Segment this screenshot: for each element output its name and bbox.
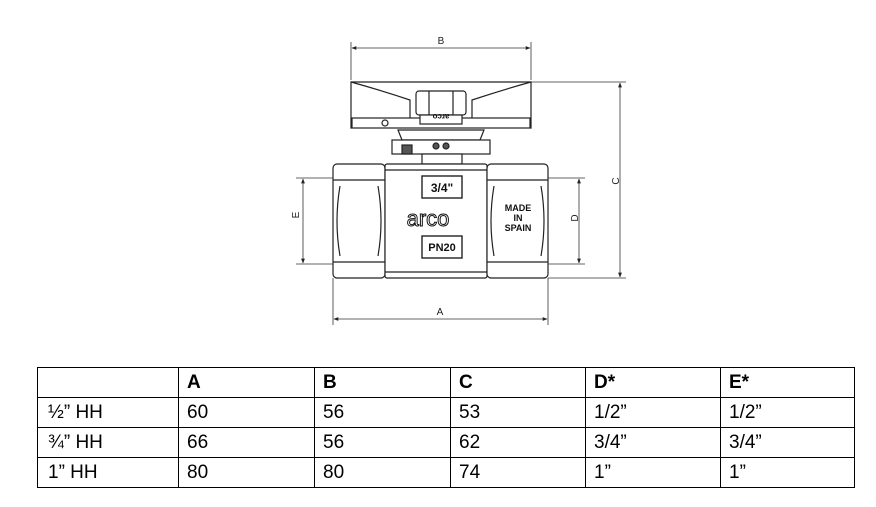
header-d: D* bbox=[585, 367, 721, 398]
valve-stem bbox=[391, 129, 491, 165]
origin-line-3: SPAIN bbox=[505, 223, 532, 233]
cell-a: 80 bbox=[178, 457, 315, 488]
cell-size: ¾” HH bbox=[37, 427, 179, 458]
table-header-row: A B C D* E* bbox=[37, 367, 855, 398]
dimension-e-label: E bbox=[291, 211, 302, 218]
cell-c: 53 bbox=[450, 397, 586, 428]
dimension-c bbox=[531, 81, 626, 279]
dimension-c-label: C bbox=[611, 177, 622, 184]
header-c: C bbox=[450, 367, 586, 398]
cell-size: ½” HH bbox=[37, 397, 179, 428]
cell-d: 3/4” bbox=[585, 427, 721, 458]
cell-d: 1/2” bbox=[585, 397, 721, 428]
cell-b: 80 bbox=[314, 457, 451, 488]
dimension-a bbox=[332, 278, 549, 325]
origin-line-2: IN bbox=[514, 213, 523, 223]
brand-marking: arco bbox=[407, 206, 450, 231]
size-marking: 3/4" bbox=[431, 181, 453, 195]
size-badge bbox=[421, 175, 463, 199]
dimension-d-label: D bbox=[570, 214, 581, 221]
cell-b: 56 bbox=[314, 427, 451, 458]
cell-e: 3/4” bbox=[720, 427, 855, 458]
origin-line-1: MADE bbox=[505, 203, 532, 213]
cell-d: 1” bbox=[585, 457, 721, 488]
header-b: B bbox=[314, 367, 451, 398]
dimensions-table: A B C D* E* ½” HH 60 56 53 1/2” 1/2” ¾” … bbox=[37, 367, 855, 488]
stem-nut bbox=[415, 90, 467, 125]
header-size bbox=[37, 367, 179, 398]
header-e: E* bbox=[720, 367, 855, 398]
cell-c: 62 bbox=[450, 427, 586, 458]
table-row: ½” HH 60 56 53 1/2” 1/2” bbox=[37, 397, 855, 428]
cell-b: 56 bbox=[314, 397, 451, 428]
valve-body bbox=[332, 163, 549, 279]
cell-e: 1” bbox=[720, 457, 855, 488]
handle-brand-mark: arco bbox=[432, 112, 449, 121]
dimension-a-label: A bbox=[437, 307, 444, 318]
cell-c: 74 bbox=[450, 457, 586, 488]
cell-e: 1/2” bbox=[720, 397, 855, 428]
dimension-b-label: B bbox=[438, 36, 445, 47]
table-row: 1” HH 80 80 74 1” 1” bbox=[37, 457, 855, 488]
dimension-e bbox=[296, 177, 333, 265]
header-a: A bbox=[178, 367, 315, 398]
cell-a: 66 bbox=[178, 427, 315, 458]
dimension-b bbox=[350, 42, 532, 80]
pressure-badge bbox=[421, 235, 463, 259]
cell-a: 60 bbox=[178, 397, 315, 428]
valve-technical-drawing: B arco C bbox=[291, 36, 626, 325]
cell-size: 1” HH bbox=[37, 457, 179, 488]
dimension-d bbox=[548, 177, 585, 265]
pressure-marking: PN20 bbox=[428, 242, 456, 254]
table-row: ¾” HH 66 56 62 3/4” 3/4” bbox=[37, 427, 855, 458]
